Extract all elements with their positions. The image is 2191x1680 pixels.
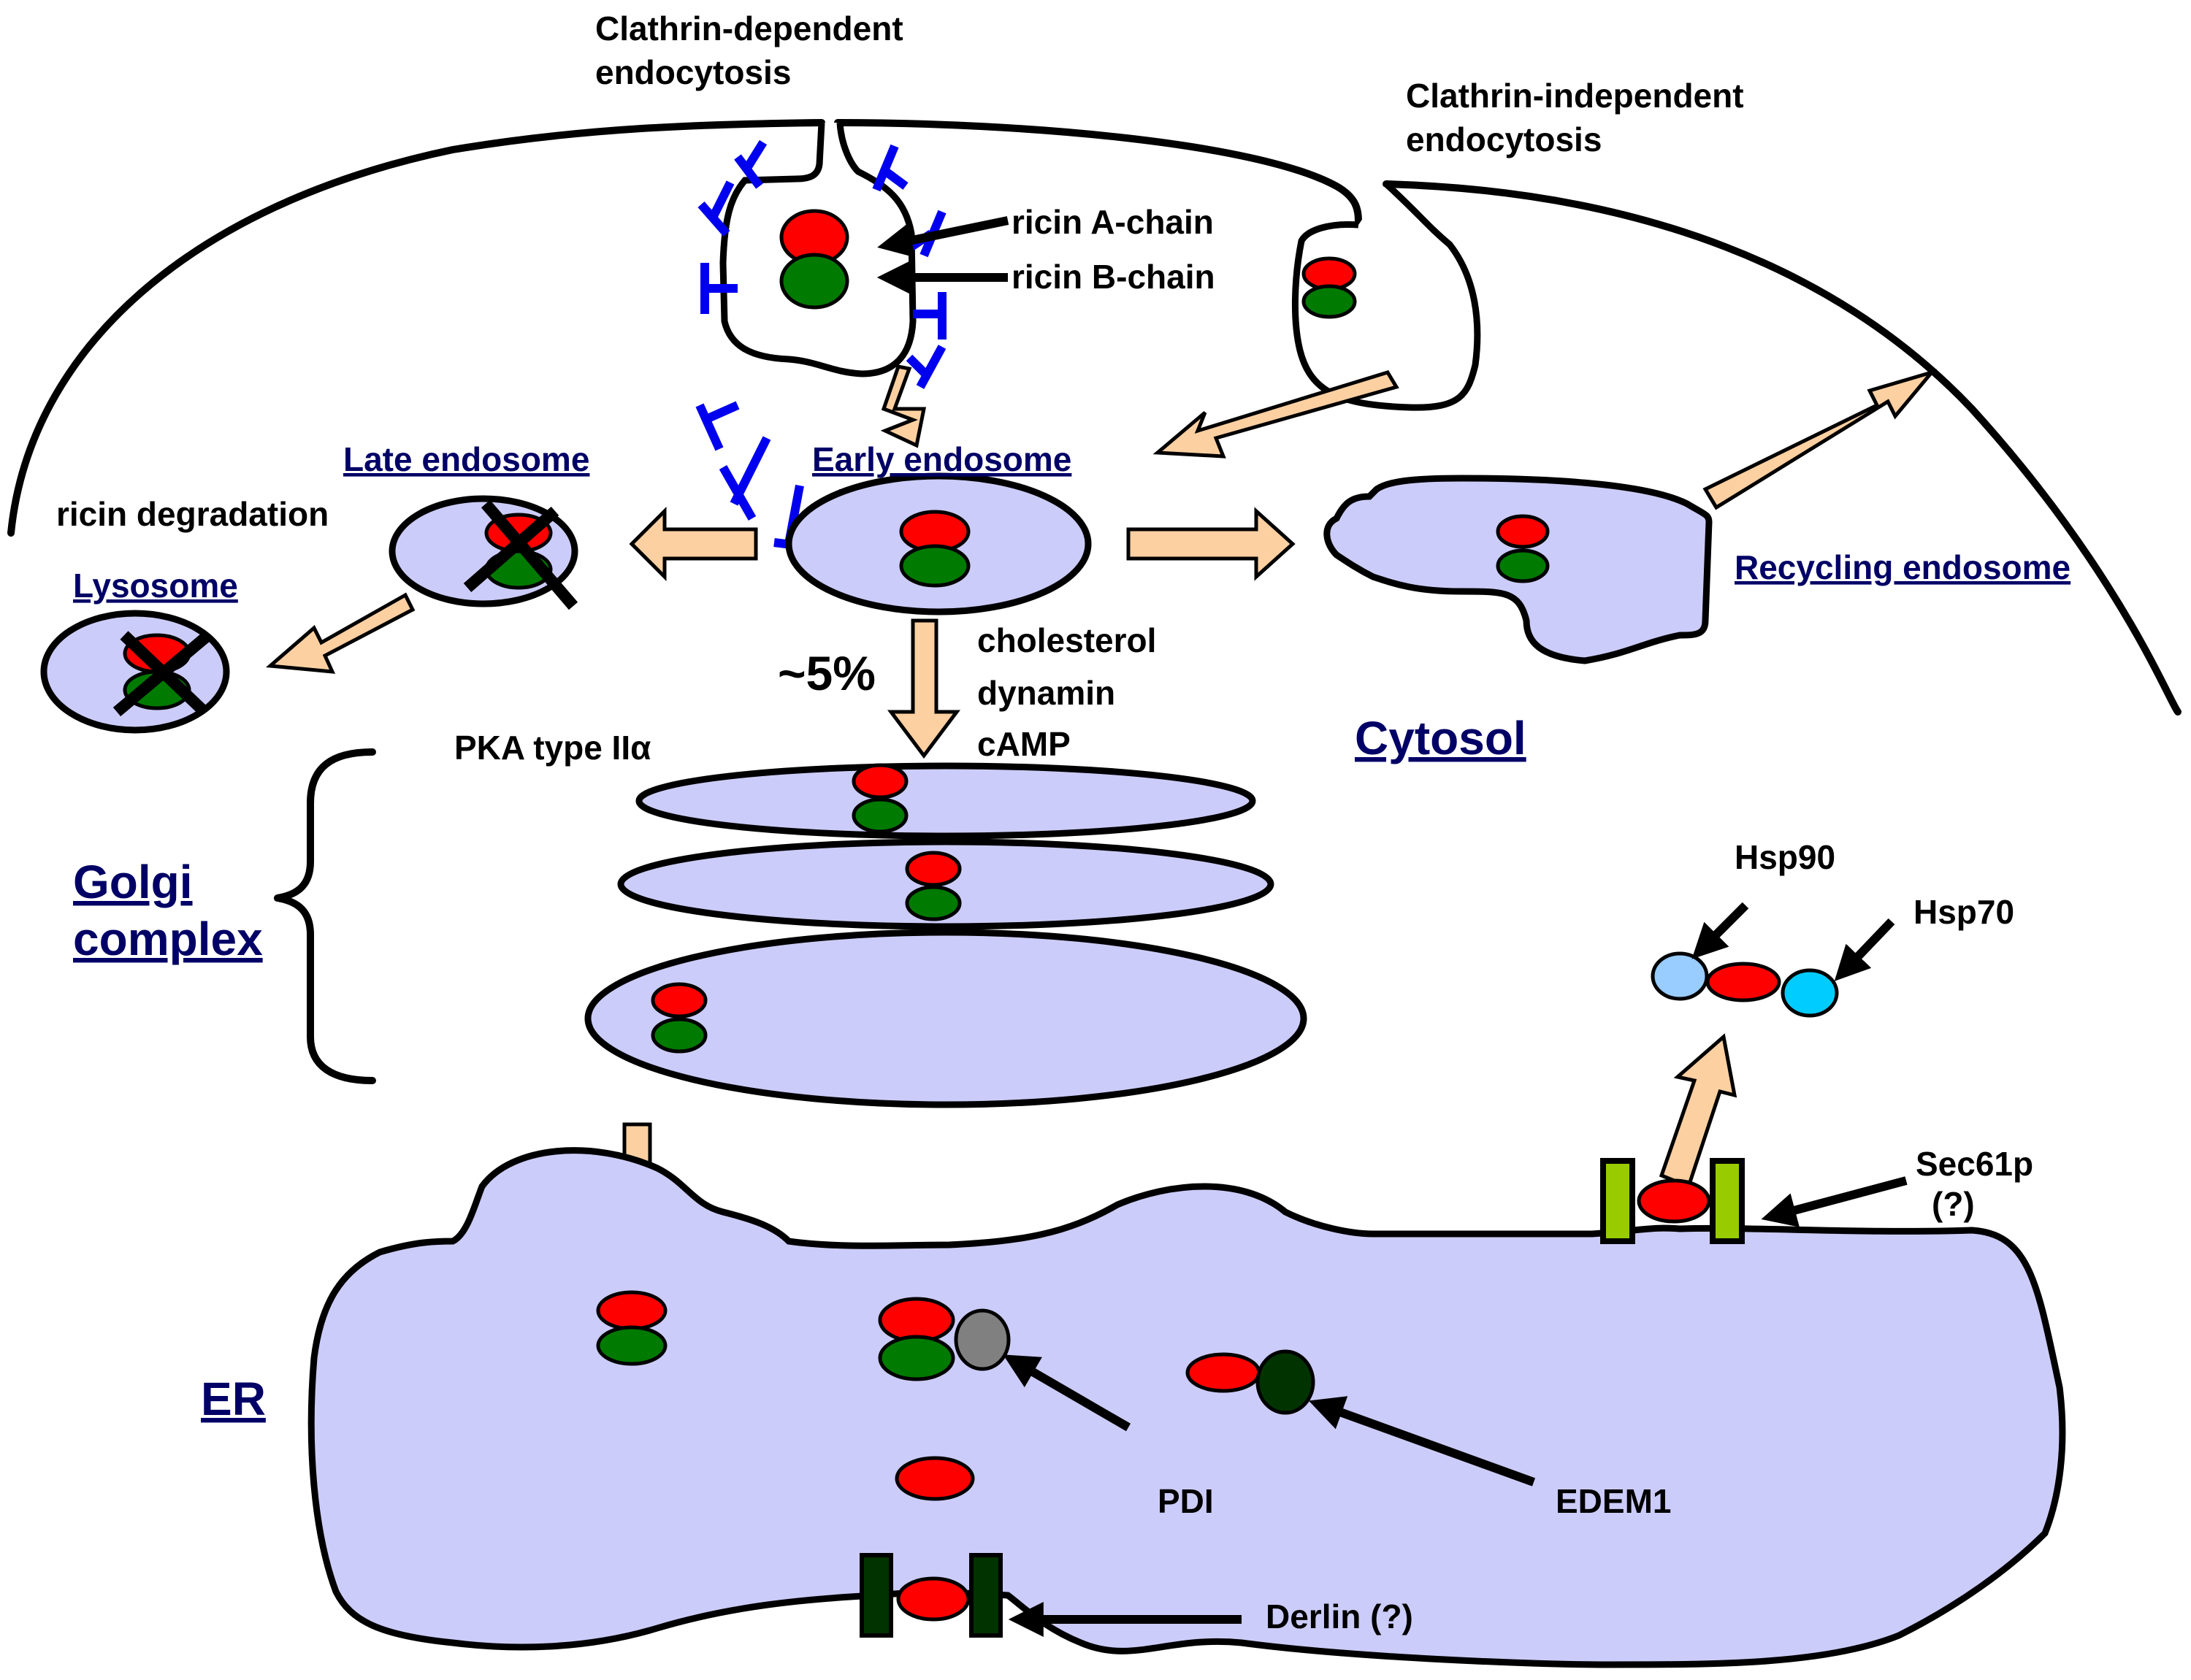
label-pdi: PDI (1158, 1482, 1214, 1520)
label-camp: cAMP (977, 725, 1071, 763)
recycling-endosome (1327, 478, 1709, 661)
label-pka-type-2a: PKA type IIα (454, 729, 651, 767)
ricin-a-chain (897, 1458, 973, 1499)
golgi-bracket (278, 752, 372, 1081)
label-ricin-a-chain: ricin A-chain (1012, 203, 1214, 241)
title-cytosol: Cytosol (1355, 712, 1526, 764)
label-ricin-b-chain: ricin B-chain (1012, 258, 1215, 296)
label-clathrin-independent-2: endocytosis (1406, 120, 1602, 158)
flow-arrow-icon (1128, 511, 1293, 577)
label-cholesterol: cholesterol (977, 621, 1156, 659)
title-golgi: Golgi (73, 856, 193, 908)
lysosome (44, 613, 226, 730)
pointer-arrow-hsp70 (1844, 921, 1892, 971)
golgi-cisterna (588, 932, 1304, 1105)
flow-arrow-icon (1158, 372, 1396, 456)
title-lysosome: Lysosome (73, 567, 238, 605)
hsp90 (1653, 954, 1707, 999)
title-recycling-endosome: Recycling endosome (1735, 548, 2070, 586)
pointer-arrow-hsp90 (1702, 905, 1745, 949)
hsp70 (1783, 970, 1837, 1016)
label-clathrin-dependent-2: endocytosis (595, 53, 791, 91)
ricin-b-chain (781, 255, 847, 307)
sec61p-channel (1603, 1161, 1632, 1241)
flow-arrow-icon (1705, 372, 1932, 507)
golgi-cisterna (639, 766, 1253, 836)
derlin-channel (862, 1555, 891, 1635)
chaperone-complex (1653, 954, 1837, 1016)
derlin-channel (971, 1555, 1001, 1635)
title-er: ER (201, 1373, 266, 1425)
flow-arrow-icon (270, 595, 413, 672)
label-sec61p: Sec61p (1916, 1145, 2033, 1183)
early-endosome (789, 476, 1088, 612)
title-late-endosome: Late endosome (343, 440, 589, 478)
label-derlin: Derlin (?) (1266, 1597, 1413, 1635)
label-edem1: EDEM1 (1556, 1482, 1671, 1520)
pdi (956, 1311, 1009, 1369)
flow-arrow-icon (884, 367, 924, 445)
ricin-a-chain (1708, 964, 1779, 1000)
label-ricin-degradation: ricin degradation (56, 495, 329, 533)
label-dynamin: dynamin (977, 674, 1115, 712)
late-endosome (392, 499, 575, 606)
label-percent-to-golgi: ~5% (778, 646, 876, 700)
label-sec61p-question: (?) (1932, 1185, 1975, 1223)
ricin-b-chain (1304, 286, 1355, 317)
title-golgi-complex: complex (73, 913, 263, 965)
sec61p-channel (1713, 1161, 1742, 1241)
title-early-endosome: Early endosome (812, 440, 1071, 478)
plasma-membrane-right (1386, 184, 2178, 712)
label-hsp70: Hsp70 (1913, 893, 2014, 931)
ricin-b-chain (901, 546, 968, 586)
edem1 (1258, 1351, 1313, 1413)
endoplasmic-reticulum (311, 1151, 2062, 1665)
pointer-arrow-sec61p (1775, 1181, 1906, 1216)
flow-arrow-icon (632, 511, 756, 577)
golgi-complex (278, 752, 1304, 1105)
label-clathrin-dependent: Clathrin-dependent (595, 9, 903, 47)
label-clathrin-independent: Clathrin-independent (1406, 77, 1744, 115)
label-hsp90: Hsp90 (1735, 838, 1835, 876)
flow-arrow-icon (891, 621, 957, 756)
